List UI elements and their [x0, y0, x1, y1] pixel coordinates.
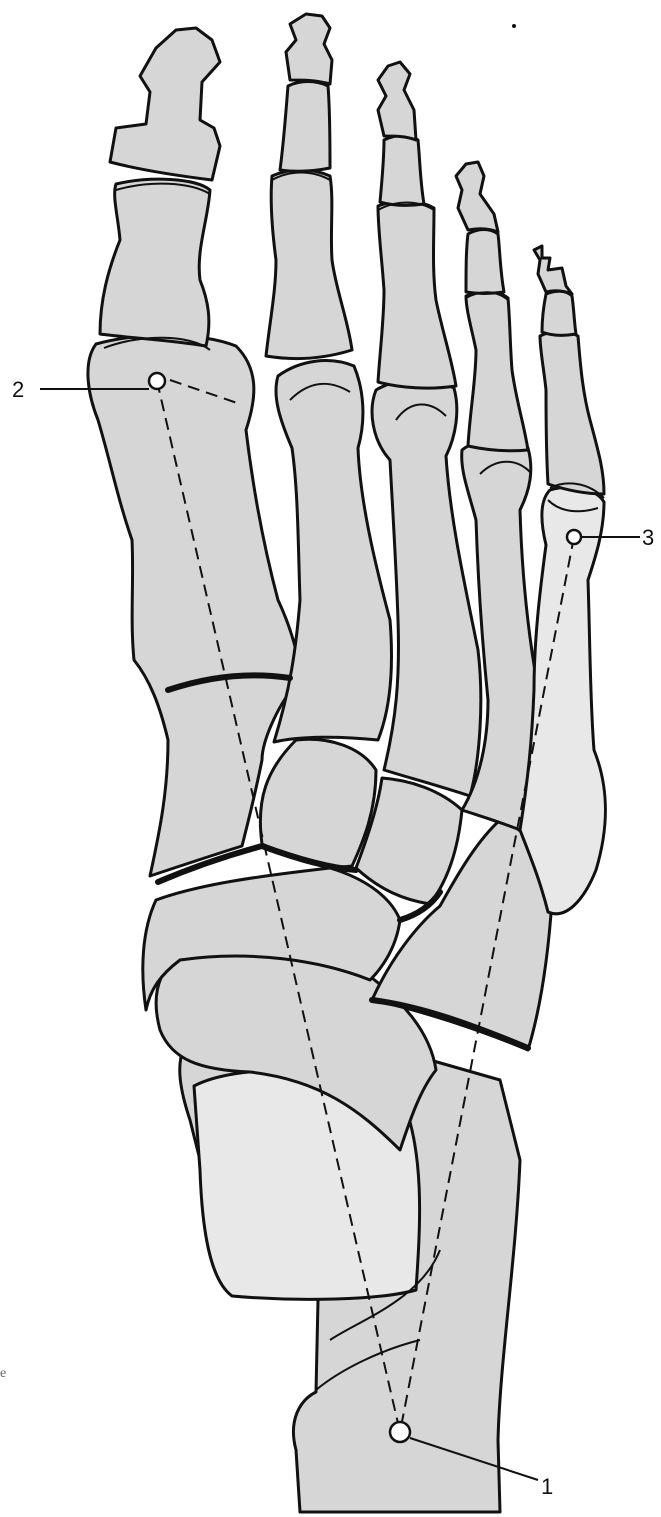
- edge-text-fragment: e: [0, 1366, 6, 1381]
- distal-phalanx-4: [456, 162, 498, 232]
- proximal-phalanx-3: [378, 201, 456, 388]
- marker-3: [567, 530, 581, 544]
- label-3: 3: [642, 525, 654, 550]
- middle-phalanx-2: [280, 82, 330, 172]
- proximal-phalanx-2: [266, 170, 352, 358]
- marker-2: [149, 373, 165, 389]
- middle-phalanx-3: [380, 136, 424, 206]
- label-2: 2: [12, 377, 24, 402]
- distal-phalanx-2: [286, 14, 332, 84]
- middle-phalanx-4: [466, 230, 504, 294]
- marker-1: [390, 1422, 410, 1442]
- proximal-phalanx-5: [540, 332, 604, 495]
- distal-phalanx-5: [534, 246, 572, 294]
- label-1: 1: [541, 1474, 553, 1499]
- proximal-phalanx-4: [466, 292, 528, 451]
- middle-phalanx-5: [542, 291, 576, 335]
- distal-phalanx-3: [378, 62, 416, 140]
- proximal-phalanx-1: [100, 179, 210, 346]
- intermediate-cuneiform: [260, 739, 376, 867]
- metatarsal-5: [520, 487, 606, 913]
- distal-phalanx-1: [110, 28, 220, 180]
- metatarsal-3: [372, 379, 481, 796]
